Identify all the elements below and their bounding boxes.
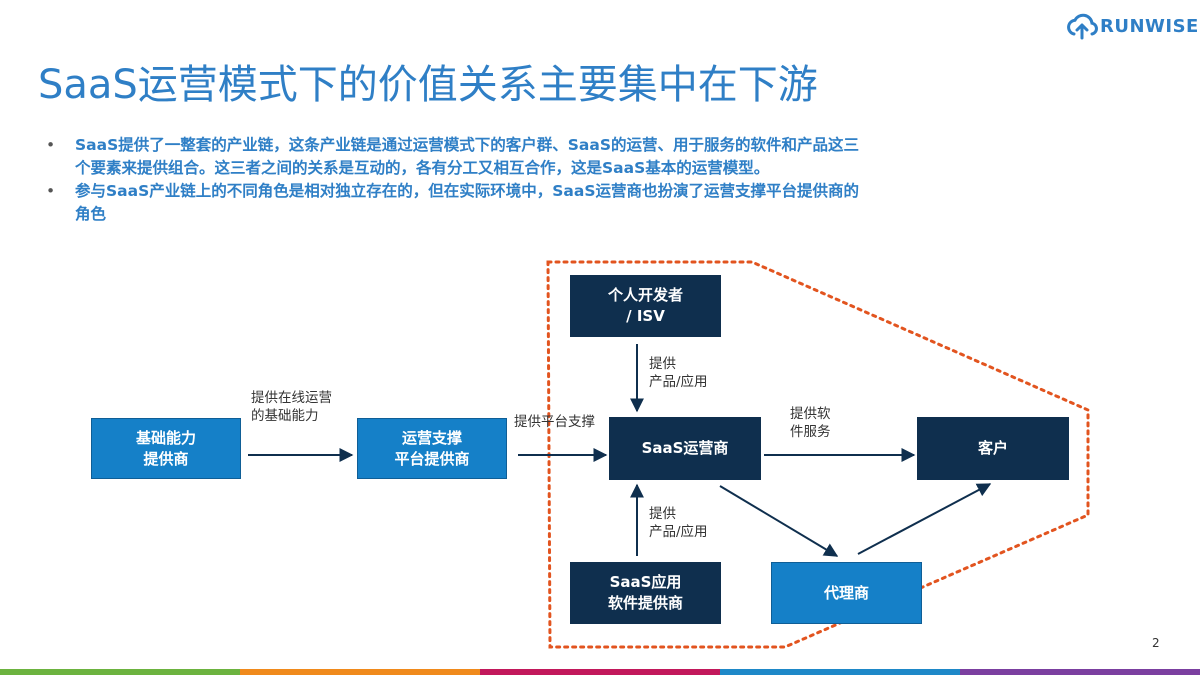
edge-label-line: 产品/应用 xyxy=(649,524,708,540)
footer-color-bar xyxy=(0,669,1200,675)
bullet-text-line: 角色 xyxy=(75,205,107,223)
cloud-arrow-icon xyxy=(1067,13,1098,40)
node-label: 客户 xyxy=(977,439,1008,457)
page-number: 2 xyxy=(1152,636,1160,650)
node-label: 软件提供商 xyxy=(607,594,683,612)
node-label: 提供商 xyxy=(143,449,189,468)
node-customer: 客户 xyxy=(917,417,1069,480)
node-label: 基础能力 xyxy=(135,428,196,447)
node-saas-operator: SaaS运营商 xyxy=(609,417,761,480)
edge-label-app-to-operator: 提供 产品/应用 xyxy=(649,505,708,541)
node-label: 平台提供商 xyxy=(394,449,470,468)
edge-label-line: 提供在线运营 xyxy=(251,390,332,406)
bullet-marker: • xyxy=(46,136,56,154)
logo-text: RUNWISE xyxy=(1100,16,1199,37)
edge-label-line: 提供 xyxy=(649,506,676,522)
node-developer-isv: 个人开发者 / ISV xyxy=(570,275,721,337)
node-label: / ISV xyxy=(626,307,665,325)
node-agent: 代理商 xyxy=(771,562,922,624)
edge-label-infra-to-platform: 提供在线运营 的基础能力 xyxy=(251,389,332,425)
footer-segment xyxy=(720,669,960,675)
node-label: SaaS应用 xyxy=(609,573,682,591)
edge-label-line: 产品/应用 xyxy=(649,374,708,390)
bullet-list: • SaaS提供了一整套的产业链，这条产业链是通过运营模式下的客户群、SaaS的… xyxy=(46,134,1106,226)
node-label: 代理商 xyxy=(823,583,869,602)
arrow-agent-to-customer xyxy=(857,483,992,555)
footer-segment xyxy=(0,669,240,675)
edge-label-platform-to-operator: 提供平台支撑 xyxy=(514,413,595,431)
footer-segment xyxy=(240,669,480,675)
footer-segment xyxy=(960,669,1200,675)
footer-segment xyxy=(480,669,720,675)
bullet-text-line: 参与SaaS产业链上的不同角色是相对独立存在的，但在实际环境中，SaaS运营商也… xyxy=(75,182,859,200)
edge-label-operator-to-customer: 提供软 件服务 xyxy=(790,405,831,441)
arrow-operator-to-agent xyxy=(719,485,839,557)
bullet-item: • 参与SaaS产业链上的不同角色是相对独立存在的，但在实际环境中，SaaS运营… xyxy=(46,180,1106,226)
bullet-marker: • xyxy=(46,182,56,200)
page-title: SaaS运营模式下的价值关系主要集中在下游 xyxy=(38,62,818,108)
node-infra-provider: 基础能力 提供商 xyxy=(91,418,241,479)
node-label: 运营支撑 xyxy=(401,428,462,447)
node-label: SaaS运营商 xyxy=(641,439,729,457)
runwise-logo: RUNWISE xyxy=(1066,12,1198,42)
node-platform-provider: 运营支撑 平台提供商 xyxy=(357,418,507,479)
edge-label-line: 的基础能力 xyxy=(251,408,319,424)
edge-label-line: 件服务 xyxy=(790,424,831,440)
bullet-item: • SaaS提供了一整套的产业链，这条产业链是通过运营模式下的客户群、SaaS的… xyxy=(46,134,1106,180)
downstream-boundary xyxy=(546,260,1090,649)
bullet-text-line: SaaS提供了一整套的产业链，这条产业链是通过运营模式下的客户群、SaaS的运营… xyxy=(75,136,859,154)
edge-label-line: 提供平台支撑 xyxy=(514,414,595,430)
edge-label-developer-to-operator: 提供 产品/应用 xyxy=(649,355,708,391)
node-label: 个人开发者 xyxy=(607,286,683,304)
node-saas-app-provider: SaaS应用 软件提供商 xyxy=(570,562,721,624)
bullet-text-line: 个要素来提供组合。这三者之间的关系是互动的，各有分工又相互合作，这是SaaS基本… xyxy=(75,159,770,177)
edge-label-line: 提供软 xyxy=(790,406,831,422)
edge-label-line: 提供 xyxy=(649,356,676,372)
